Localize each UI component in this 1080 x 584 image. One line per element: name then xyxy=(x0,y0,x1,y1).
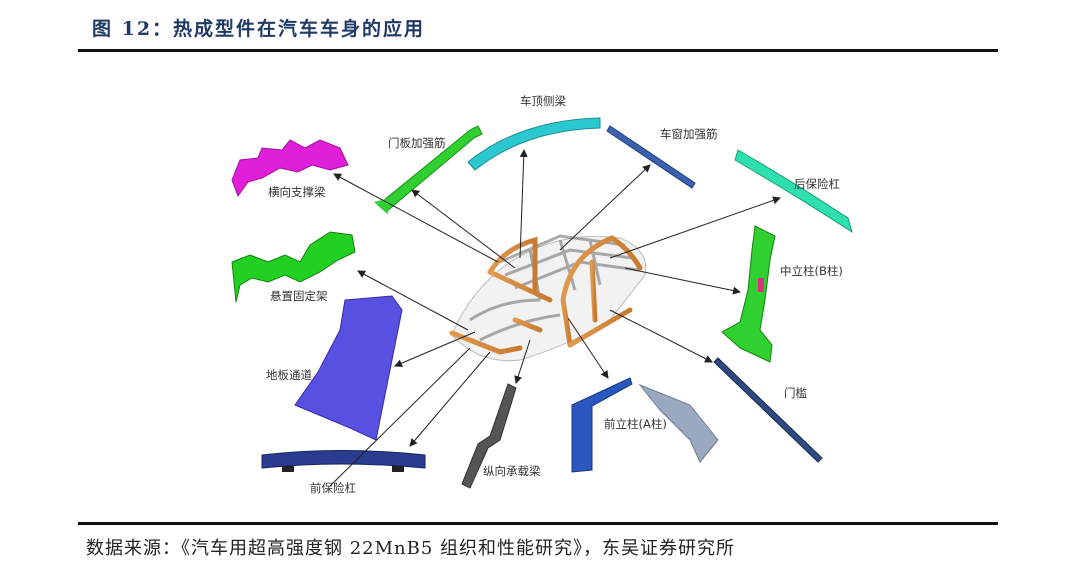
arrow-longitudinal-beam xyxy=(514,339,531,384)
label-transverse-support: 横向支撑梁 xyxy=(268,185,326,199)
pointer-arrows xyxy=(329,149,781,487)
figure-source: 数据来源：《汽车用超高强度钢 22MnB5 组织和性能研究》，东吴证券研究所 xyxy=(86,538,736,559)
arrow-front-bumper xyxy=(409,351,491,447)
part-rear-bumper xyxy=(734,149,853,234)
label-suspension-bracket: 悬置固定架 xyxy=(270,289,328,303)
part-transverse-support xyxy=(231,139,349,198)
arrow-b-pillar xyxy=(624,267,741,295)
arrow-floor-tunnel xyxy=(394,331,476,367)
arrow-door-reinforcement xyxy=(411,189,516,269)
arrow-rear-bumper xyxy=(609,196,781,259)
arrow-window-reinforcement xyxy=(559,164,651,251)
label-roof-side-rail: 车顶侧梁 xyxy=(520,94,566,108)
arrow-suspension-bracket xyxy=(357,270,469,331)
label-floor-tunnel: 地板通道 xyxy=(266,368,312,382)
part-suspension-bracket xyxy=(231,231,356,303)
label-door-reinforcement: 门板加强筋 xyxy=(388,136,446,150)
label-front-bumper: 前保险杠 xyxy=(310,481,356,495)
part-b-pillar xyxy=(721,225,776,363)
part-longitudinal-beam xyxy=(461,383,517,489)
label-b-pillar: 中立柱(B柱) xyxy=(780,264,843,278)
part-a-pillar xyxy=(571,377,719,473)
label-rear-bumper: 后保险杠 xyxy=(794,177,840,191)
arrow-guide-line xyxy=(329,347,471,487)
part-door-sill xyxy=(713,357,823,463)
part-roof-side-rail xyxy=(467,117,601,171)
arrow-roof-side-rail xyxy=(519,149,528,259)
top-rule xyxy=(78,49,998,52)
label-longitudinal-beam: 纵向承载梁 xyxy=(483,464,541,478)
label-door-sill: 门槛 xyxy=(784,386,807,400)
label-window-reinforcement: 车窗加强筋 xyxy=(660,127,718,141)
bottom-rule xyxy=(78,522,998,525)
arrow-door-sill xyxy=(609,309,713,363)
arrow-transverse-support xyxy=(333,173,499,263)
part-front-bumper xyxy=(261,450,426,472)
car-body-skeleton xyxy=(449,234,647,362)
arrow-a-pillar xyxy=(567,317,609,379)
figure-title: 图 12：热成型件在汽车车身的应用 xyxy=(92,18,426,40)
part-window-reinforcement xyxy=(606,125,696,189)
part-floor-tunnel xyxy=(294,295,403,441)
label-a-pillar: 前立柱(A柱) xyxy=(604,417,667,431)
